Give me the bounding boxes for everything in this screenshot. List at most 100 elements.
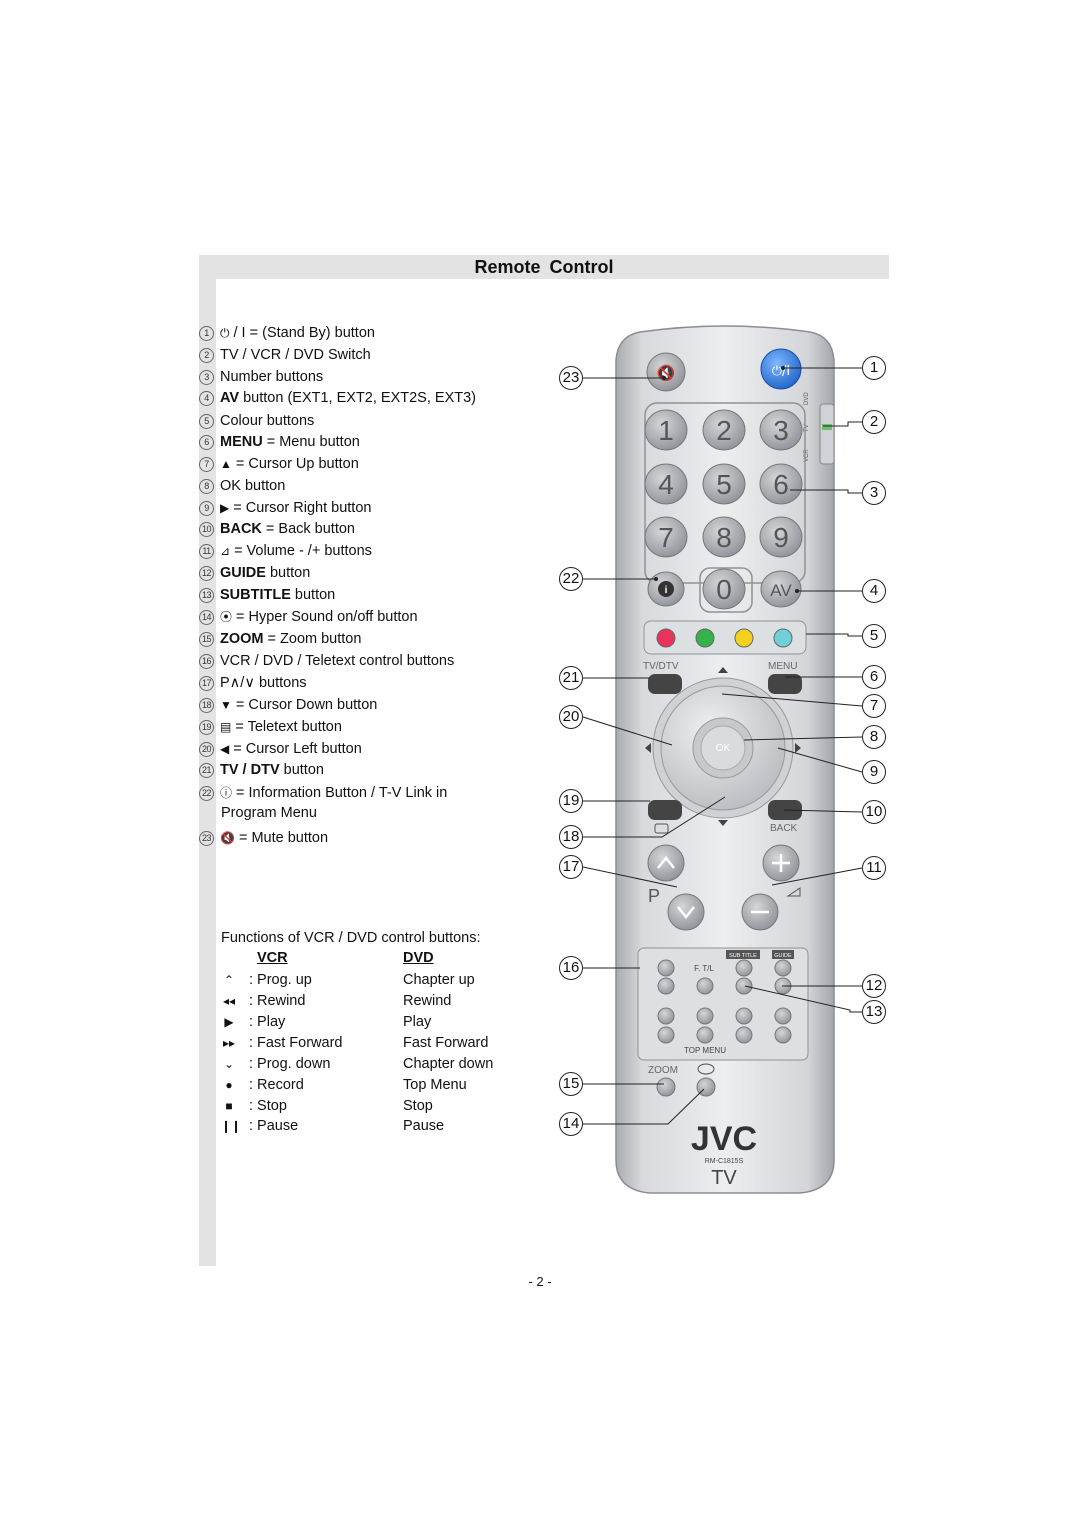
legend-number: 2 [199, 348, 214, 363]
dvd-function: Play [403, 1014, 432, 1030]
pause-icon: ❙❙ [221, 1119, 242, 1133]
power-button-drawing: ⏻/I [760, 348, 802, 390]
control-key [735, 977, 753, 995]
dvd-function: Fast Forward [403, 1035, 489, 1051]
switch-label-dvd: DVD [804, 392, 810, 405]
number-key-label: 2 [716, 415, 732, 446]
legend-number: 20 [199, 742, 214, 757]
callout-marker: 18 [559, 825, 583, 849]
legend-text: = Information Button / T-V Link in [236, 785, 448, 801]
legend-number: 6 [199, 435, 214, 450]
power-key-label: ⏻/I [772, 364, 791, 379]
legend-text: button [265, 565, 311, 581]
legend-number: 13 [199, 588, 214, 603]
colour-key [695, 628, 715, 648]
legend-text: = Zoom button [263, 631, 362, 647]
tv-dtv-label: TV/DTV [643, 661, 679, 672]
model-label: RM-C1815S [705, 1158, 744, 1165]
number-key: 8 [702, 516, 746, 558]
colour-key [734, 628, 754, 648]
control-key [774, 959, 792, 977]
legend-number: 21 [199, 763, 214, 778]
number-key: 1 [644, 409, 688, 451]
title-bar [199, 255, 889, 279]
legend-text: = Cursor Up button [235, 456, 359, 472]
vcr-function: : Rewind [249, 993, 306, 1009]
legend-keyword: TV / DTV [220, 762, 280, 778]
page-title: Remote Control [474, 257, 614, 277]
legend-number: 9 [199, 501, 214, 516]
control-key [657, 1026, 675, 1044]
control-keys [657, 959, 792, 1044]
number-key: 2 [702, 409, 746, 451]
info-icon: ⓘ [220, 786, 233, 800]
legend-number: 12 [199, 566, 214, 581]
record-icon: ● [225, 1078, 233, 1092]
number-key-label: 4 [658, 469, 674, 500]
legend-item: 11⊿= Volume - /+ buttons [199, 542, 372, 560]
legend-text: = Cursor Right button [233, 500, 372, 516]
legend-number: 15 [199, 632, 214, 647]
vcr-header: VCR [257, 950, 288, 966]
legend-item: 1⏻/ I = (Stand By) button [199, 324, 375, 342]
legend-number: 23 [199, 831, 214, 846]
legend-text: button [290, 587, 336, 603]
control-key [735, 1007, 753, 1025]
mute-button-drawing: 🔇 [646, 352, 686, 392]
legend-keyword: ZOOM [220, 631, 264, 647]
guide-label: GUIDE [774, 953, 792, 959]
mode-switch [819, 403, 835, 465]
dvd-function: Chapter up [403, 972, 475, 988]
callout-marker: 20 [559, 705, 583, 729]
number-key: 3 [759, 409, 803, 451]
power-icon: ⏻ [220, 326, 230, 340]
legend-keyword: GUIDE [220, 565, 266, 581]
brand-logo: JVC [691, 1120, 757, 1158]
control-key [696, 977, 714, 995]
left-arrow-icon: ◀ [220, 742, 230, 756]
vcr-function: : Prog. down [249, 1056, 331, 1072]
control-key [774, 1007, 792, 1025]
info-button-drawing: i [647, 571, 685, 607]
number-key-label: 8 [716, 522, 732, 553]
callout-marker: 6 [862, 665, 886, 689]
number-key-label: 3 [773, 415, 789, 446]
legend-item: 9▶= Cursor Right button [199, 499, 371, 517]
number-key-label: 0 [716, 574, 732, 605]
dvd-function: Chapter down [403, 1056, 494, 1072]
back-label: BACK [770, 823, 798, 834]
control-key [696, 1026, 714, 1044]
legend-keyword: BACK [220, 521, 262, 537]
dvd-function: Top Menu [403, 1077, 467, 1093]
number-key-label: 7 [658, 522, 674, 553]
number-key-label: 6 [773, 469, 789, 500]
ok-label: OK [716, 743, 731, 754]
legend-text: button [279, 762, 324, 778]
callout-marker: 9 [862, 760, 886, 784]
legend-number: 18 [199, 698, 214, 713]
hyper-sound-icon: ⦿ [220, 610, 233, 624]
colour-buttons [656, 628, 793, 648]
number-key-label: 1 [658, 415, 674, 446]
legend-item: 12 GUIDE button [199, 564, 310, 582]
ftl-label: F. T/L [694, 964, 714, 973]
legend-number: 8 [199, 479, 214, 494]
callout-marker: 8 [862, 725, 886, 749]
dvd-function: Stop [403, 1098, 433, 1114]
legend-item: 21 TV / DTV button [199, 761, 324, 779]
number-key: 4 [644, 463, 688, 505]
callout-marker: 7 [862, 694, 886, 718]
legend-number: 10 [199, 522, 214, 537]
callout-marker: 17 [559, 855, 583, 879]
legend-text: VCR / DVD / Teletext control buttons [220, 653, 455, 669]
legend-item: 7▲= Cursor Up button [199, 455, 359, 473]
legend-number: 7 [199, 457, 214, 472]
control-key [735, 959, 753, 977]
